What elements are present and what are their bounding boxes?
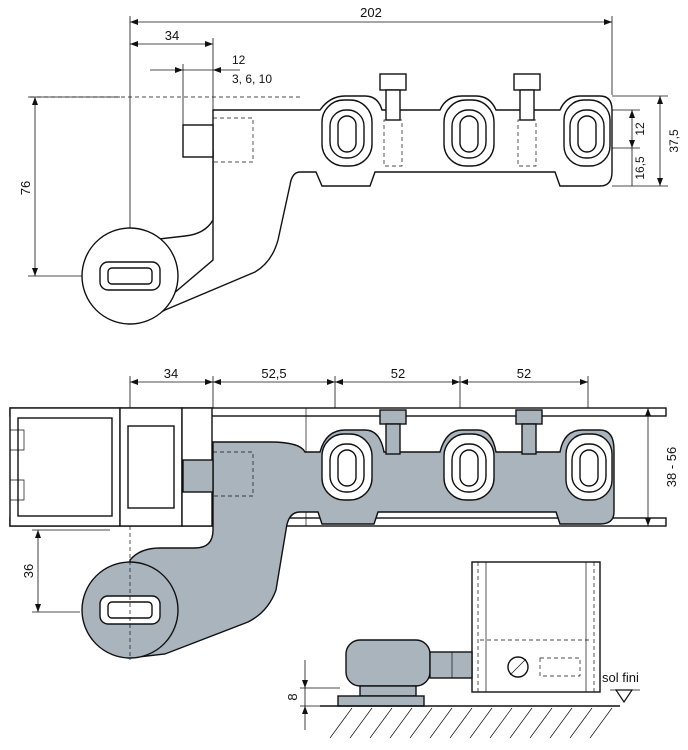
dim-right-37-label: 37,5 [667,129,681,153]
dim-detail-8-label: 8 [285,693,300,700]
dim-34-label: 34 [165,28,179,43]
dim-right-16-label: 16,5 [633,156,647,180]
dim-assembly-52b-label: 52 [517,366,531,381]
detail-view: sol fini 8 [285,561,640,739]
dim-76-label: 76 [18,181,33,195]
dim-right-12-label: 12 [633,122,647,136]
dim-assembly-52a-label: 52 [391,366,405,381]
dim-pin-options-label: 3, 6, 10 [232,72,272,86]
dim-profile-height-label: 38 - 56 [664,447,679,487]
assembly-view: 34 52,5 52 52 [9,366,679,660]
dim-arm-36-label: 36 [21,564,36,578]
floor-hatch [329,707,613,739]
dim-assembly-34-label: 34 [164,366,178,381]
dim-assembly-52-5-label: 52,5 [261,366,286,381]
top-view: 202 34 12 3, 6, 10 76 [18,5,681,325]
dim-12-label: 12 [232,53,246,67]
dim-202-label: 202 [360,5,382,20]
floor-label: sol fini [602,670,639,685]
